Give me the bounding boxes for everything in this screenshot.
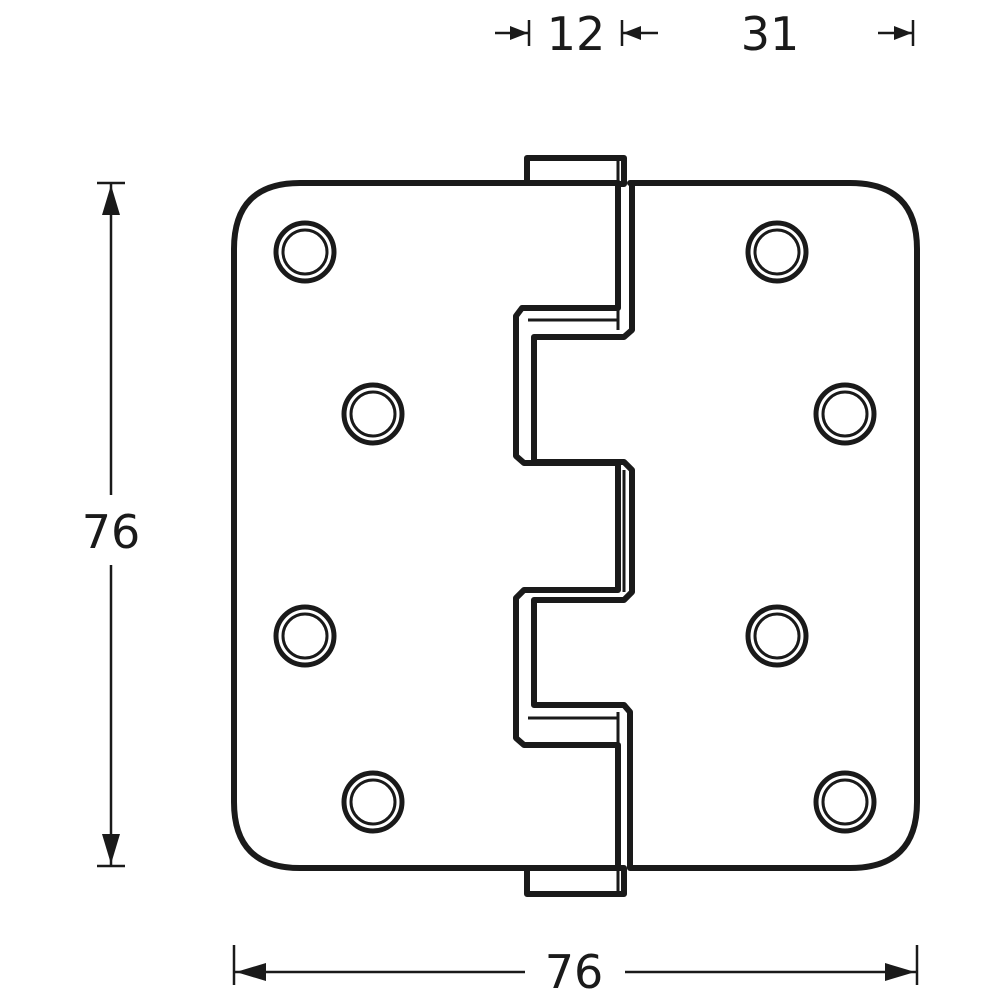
screw-hole bbox=[745, 604, 809, 668]
screw-hole bbox=[341, 382, 405, 446]
left-leaf bbox=[231, 180, 621, 871]
dimension-knuckle-width: 12 bbox=[495, 7, 658, 61]
dimension-label-height-76: 76 bbox=[82, 505, 141, 559]
dimension-width: 76 bbox=[232, 945, 919, 999]
screw-hole bbox=[813, 382, 877, 446]
hinge bbox=[231, 155, 920, 897]
dimension-height: 76 bbox=[82, 181, 141, 868]
dimension-label-width-76: 76 bbox=[545, 945, 604, 999]
screw-hole bbox=[813, 770, 877, 834]
screw-hole bbox=[273, 220, 337, 284]
dimension-label-31: 31 bbox=[741, 7, 800, 61]
pin-top bbox=[524, 155, 627, 187]
screw-hole bbox=[745, 220, 809, 284]
pin-bottom bbox=[524, 865, 627, 897]
dimension-leaf-offset: 31 bbox=[741, 7, 915, 61]
dimension-label-12: 12 bbox=[547, 7, 606, 61]
screw-hole bbox=[273, 604, 337, 668]
screw-hole bbox=[341, 770, 405, 834]
right-leaf bbox=[531, 180, 920, 871]
